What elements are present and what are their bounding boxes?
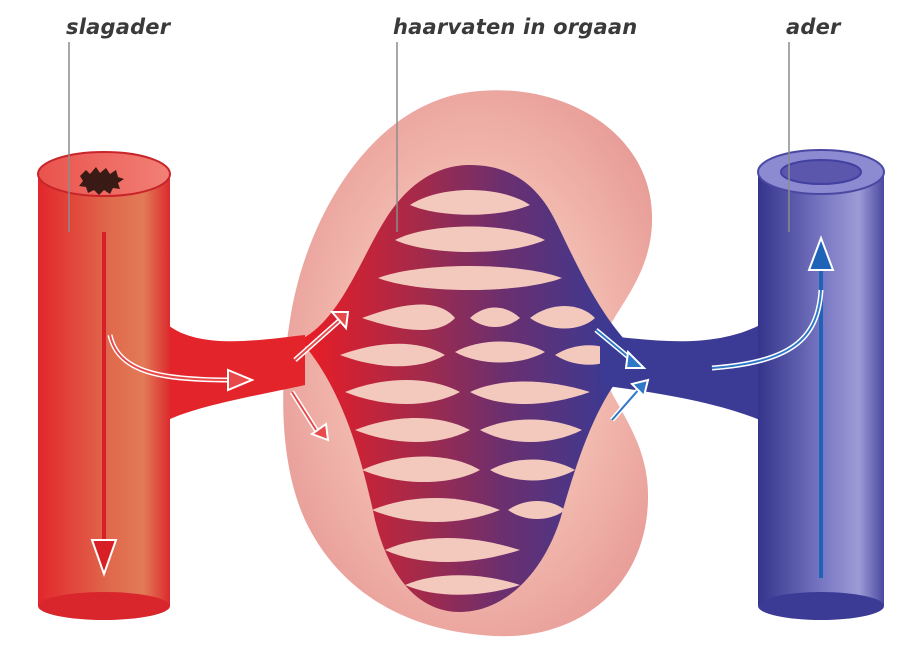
label-artery: slagader: [66, 15, 170, 39]
artery-tube: [38, 152, 305, 620]
label-capillaries: haarvaten in orgaan: [393, 15, 637, 39]
label-vein: ader: [786, 15, 841, 39]
vein-lumen: [781, 160, 861, 184]
